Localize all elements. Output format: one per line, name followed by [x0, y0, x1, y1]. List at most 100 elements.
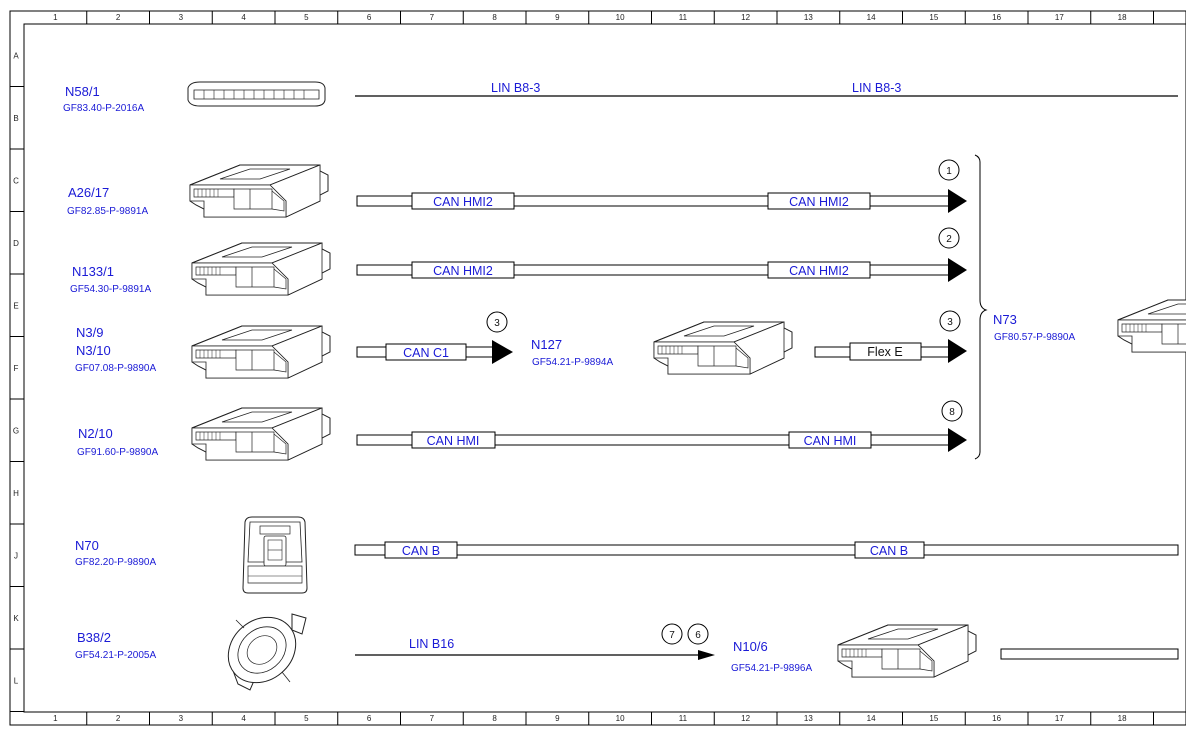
lin-b16-label: LIN B16	[409, 637, 454, 651]
can-hmi-label: CAN HMI	[804, 434, 857, 448]
can-hmi2-label: CAN HMI2	[433, 195, 493, 209]
connector-marker: 1	[946, 166, 952, 177]
grid-column-label: 1	[53, 13, 58, 22]
bus-can-hmi2-lower: CAN HMI2 CAN HMI2 2	[356, 227, 967, 282]
grid-column-label: 1	[53, 714, 58, 723]
grid-column-label: 10	[616, 714, 625, 723]
component-n127[interactable]: N127 GF54.21-P-9894A	[531, 321, 793, 375]
control-unit-icon	[191, 325, 331, 379]
diagram-frame	[9, 10, 1186, 726]
bus-lin-b16: LIN B16 7 6	[355, 623, 715, 660]
n58-1-label: N58/1	[65, 84, 100, 99]
grid-column-label: 14	[867, 714, 876, 723]
control-unit-icon	[653, 321, 793, 375]
component-b38-2[interactable]: B38/2 GF54.21-P-2005A	[75, 604, 309, 696]
can-hmi2-label: CAN HMI2	[789, 264, 849, 278]
light-switch-module-icon	[187, 81, 326, 107]
lin-b8-3-label: LIN B8-3	[491, 81, 540, 95]
control-unit-icon	[191, 242, 331, 296]
component-n58-1[interactable]: N58/1 GF83.40-P-2016A	[63, 81, 326, 114]
b38-2-label: B38/2	[77, 630, 111, 645]
grid-column-label: 9	[555, 13, 560, 22]
grid-column-label: 5	[304, 714, 309, 723]
grid-column-label: 4	[241, 714, 246, 723]
control-unit-icon	[837, 624, 977, 678]
connector-marker: 8	[949, 407, 955, 418]
grid-column-label: 4	[241, 13, 246, 22]
grid-column-label: 13	[804, 714, 813, 723]
grid-row-label: A	[13, 51, 19, 60]
grid-column-label: 16	[992, 714, 1001, 723]
n127-code[interactable]: GF54.21-P-9894A	[532, 357, 613, 368]
grid-column-label: 8	[492, 714, 497, 723]
n2-10-code[interactable]: GF91.60-P-9890A	[77, 447, 158, 458]
overhead-control-panel-icon	[242, 516, 308, 594]
grid-column-label: 17	[1055, 714, 1064, 723]
bus-flex-e: Flex E 3	[814, 310, 967, 363]
grid-column-label: 6	[367, 13, 372, 22]
bus-lin-b8-3: LIN B8-3 LIN B8-3	[355, 81, 1178, 97]
n3-9-code[interactable]: GF07.08-P-9890A	[75, 363, 156, 374]
component-n133-1[interactable]: N133/1 GF54.30-P-9891A	[70, 242, 331, 296]
grid-column-label: 11	[679, 714, 688, 723]
grid-column-label: 18	[1118, 714, 1127, 723]
grid-column-label: 12	[741, 714, 750, 723]
connector-marker: 7	[669, 630, 675, 641]
component-a26-17[interactable]: A26/17 GF82.85-P-9891A	[67, 164, 329, 218]
n3-10-label: N3/10	[76, 343, 111, 358]
component-n73[interactable]: N73 GF80.57-P-9890A	[993, 299, 1186, 353]
grid-row-label: G	[13, 426, 19, 435]
grid-column-label: 7	[430, 13, 435, 22]
grid-column-label: 6	[367, 714, 372, 723]
can-hmi2-label: CAN HMI2	[789, 195, 849, 209]
grid-column-label: 2	[116, 13, 121, 22]
n58-1-code[interactable]: GF83.40-P-2016A	[63, 103, 144, 114]
n70-label: N70	[75, 538, 99, 553]
grid-row-label: B	[13, 114, 18, 123]
control-unit-icon	[191, 407, 331, 461]
grid-row-label: J	[14, 551, 18, 560]
grid-column-label: 14	[867, 13, 876, 22]
control-unit-icon	[189, 164, 329, 218]
grid-column-label: 3	[179, 13, 184, 22]
bus-can-b: CAN B CAN B	[354, 541, 1179, 559]
grid-ticks: 1122334455667788991010111112121313141415…	[10, 11, 1154, 725]
component-n3-9[interactable]: N3/9 N3/10 GF07.08-P-9890A	[75, 325, 331, 379]
connector-marker: 3	[494, 318, 500, 329]
component-n70[interactable]: N70 GF82.20-P-9890A	[75, 516, 308, 594]
b38-2-code[interactable]: GF54.21-P-2005A	[75, 650, 156, 661]
a26-17-label: A26/17	[68, 185, 109, 200]
component-n2-10[interactable]: N2/10 GF91.60-P-9890A	[77, 407, 331, 461]
grid-row-label: F	[14, 364, 19, 373]
grid-column-label: 7	[430, 714, 435, 723]
a26-17-code[interactable]: GF82.85-P-9891A	[67, 206, 148, 217]
grid-column-label: 9	[555, 714, 560, 723]
n10-6-code[interactable]: GF54.21-P-9896A	[731, 663, 812, 674]
bus-can-hmi: CAN HMI CAN HMI 8	[356, 400, 967, 452]
grid-column-label: 17	[1055, 13, 1064, 22]
n73-code[interactable]: GF80.57-P-9890A	[994, 332, 1075, 343]
can-b-label: CAN B	[870, 544, 908, 558]
can-hmi-label: CAN HMI	[427, 434, 480, 448]
n133-1-code[interactable]: GF54.30-P-9891A	[70, 284, 151, 295]
grid-row-label: C	[13, 176, 19, 185]
bus-n10-6-out	[1000, 648, 1179, 660]
grid-row-label: E	[13, 301, 18, 310]
can-b-label: CAN B	[402, 544, 440, 558]
grid-column-label: 10	[616, 13, 625, 22]
grid-column-label: 18	[1118, 13, 1127, 22]
n70-code[interactable]: GF82.20-P-9890A	[75, 557, 156, 568]
flex-e-label: Flex E	[867, 345, 902, 359]
n73-label: N73	[993, 312, 1017, 327]
connector-marker: 3	[947, 317, 953, 328]
grid-column-label: 16	[992, 13, 1001, 22]
n73-bracket	[974, 154, 988, 460]
n3-9-label: N3/9	[76, 325, 103, 340]
bus-can-hmi2-upper: CAN HMI2 CAN HMI2 1	[356, 159, 967, 213]
component-n10-6[interactable]: N10/6 GF54.21-P-9896A	[731, 624, 977, 678]
control-unit-icon	[1117, 299, 1186, 353]
can-hmi2-label: CAN HMI2	[433, 264, 493, 278]
grid-column-label: 8	[492, 13, 497, 22]
n10-6-label: N10/6	[733, 639, 768, 654]
n127-label: N127	[531, 337, 562, 352]
